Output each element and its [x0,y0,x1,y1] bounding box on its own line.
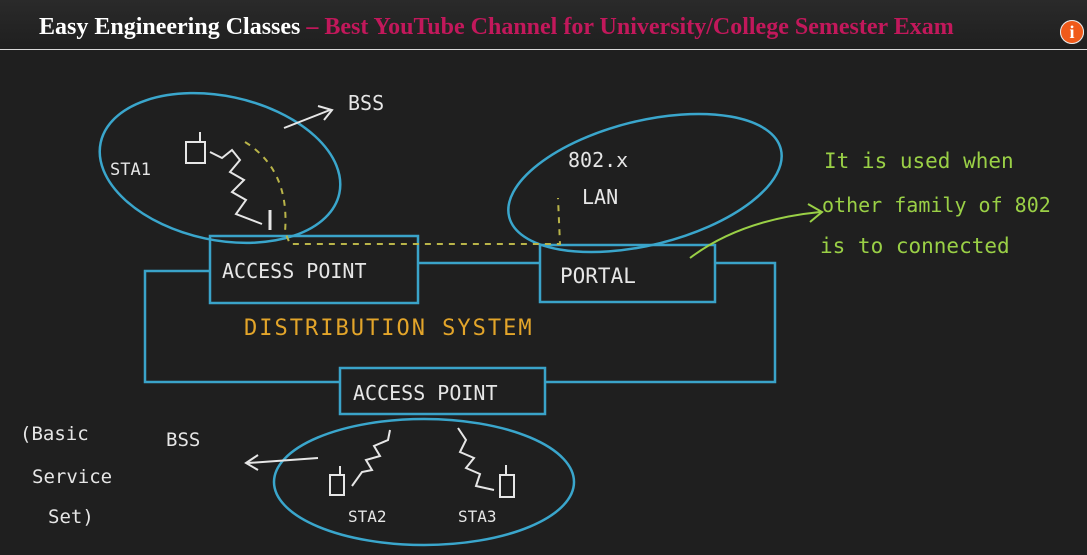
sta3-signal-icon [457,427,495,491]
sta2-signal-icon [351,429,391,487]
bss-bottom-label: BSS [166,429,200,451]
lan-label: LAN [582,185,618,209]
bss-bottom-arrow [244,454,319,471]
access-point-top-label: ACCESS POINT [222,259,367,283]
sta2-device-icon [329,474,345,496]
portal-box [538,243,717,304]
distribution-system-line [143,261,777,384]
access-point-bottom-box [338,366,547,416]
note-line-1: It is used when [824,149,1014,173]
info-icon-glyph: i [1061,21,1083,43]
sta2-label: STA2 [348,507,387,526]
sta3-label: STA3 [458,507,497,526]
lan-ellipse [507,112,783,254]
bss-top-arrow [283,105,334,129]
bss-top-ellipse [98,91,342,245]
note-line-2: other family of 802 [822,193,1051,217]
sta1-signal-icon [209,148,263,225]
channel-tagline: – Best YouTube Channel for University/Co… [306,14,954,40]
note-arrow [689,203,824,259]
bss-bottom-ellipse [272,417,576,547]
video-title-bar: Easy Engineering Classes – Best YouTube … [0,0,1087,50]
sta1-device-icon [185,141,206,164]
sta3-device-icon [499,474,515,498]
channel-name: Easy Engineering Classes [39,14,301,40]
distribution-system-label: DISTRIBUTION SYSTEM [244,316,534,341]
lan-802-label: 802.x [568,148,628,172]
access-point-top-box [208,234,420,305]
access-point-bottom-label: ACCESS POINT [353,381,498,405]
sta1-label: STA1 [110,160,151,180]
info-icon[interactable]: i [1060,20,1084,44]
video-title: Easy Engineering Classes – Best YouTube … [39,14,1059,41]
basic-service-set-line-2: Service [32,466,112,488]
dashed-connection [244,141,562,245]
note-line-3: is to connected [820,234,1010,258]
basic-service-set-line-1: (Basic [20,423,89,445]
portal-label: PORTAL [560,264,636,288]
bss-top-label: BSS [348,91,384,115]
basic-service-set-line-3: Set) [48,506,94,528]
